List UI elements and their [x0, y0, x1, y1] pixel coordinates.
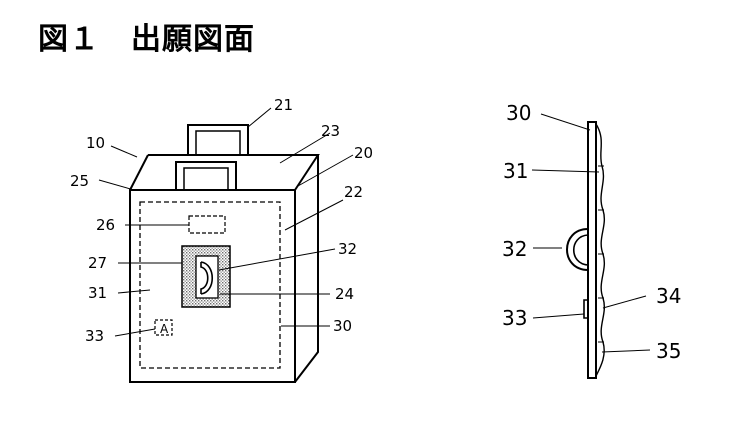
left-gusset	[129, 154, 149, 191]
small-box-letter: A	[160, 322, 169, 336]
back-handle	[187, 124, 249, 155]
front-leader-lines	[98, 107, 354, 337]
ref-21: 21	[274, 96, 293, 114]
small-marked-box	[154, 319, 173, 336]
side-view: 30 31 32 34 33 35	[502, 101, 681, 379]
side-clip	[583, 299, 588, 319]
ref-31-front: 31	[88, 284, 107, 302]
ref-26: 26	[96, 216, 115, 234]
ref-24: 24	[335, 285, 354, 303]
ref-31-side: 31	[503, 159, 528, 183]
ref-35: 35	[656, 339, 681, 363]
side-backing-sheet	[587, 121, 597, 379]
ref-33-side: 33	[502, 306, 527, 330]
ref-34: 34	[656, 284, 681, 308]
ref-27: 27	[88, 254, 107, 272]
side-leader-lines	[531, 113, 651, 353]
front-handle	[175, 161, 237, 190]
side-d-ring	[566, 228, 589, 271]
bag-front-panel	[129, 189, 296, 383]
ref-30-side: 30	[506, 101, 531, 125]
ref-22: 22	[344, 183, 363, 201]
dashed-sticker-outline	[139, 201, 281, 369]
ref-33-front: 33	[85, 327, 104, 345]
bag-back-panel	[148, 154, 320, 191]
ref-23: 23	[321, 122, 340, 140]
right-side-panel	[294, 155, 319, 383]
ref-10: 10	[86, 134, 105, 152]
figure-title: 図１ 出願図面	[38, 22, 255, 57]
bag-front-view: A 10 21 23 20 25 22 26 32 27 31 24 33	[70, 96, 373, 383]
ref-32-side: 32	[502, 237, 527, 261]
ref-20: 20	[354, 144, 373, 162]
d-ring	[200, 261, 214, 295]
side-wavy-layer	[595, 123, 605, 377]
ref-30-front: 30	[333, 317, 352, 335]
ref-32-front: 32	[338, 240, 357, 258]
ref-25: 25	[70, 172, 89, 190]
small-dashed-box	[188, 215, 226, 234]
